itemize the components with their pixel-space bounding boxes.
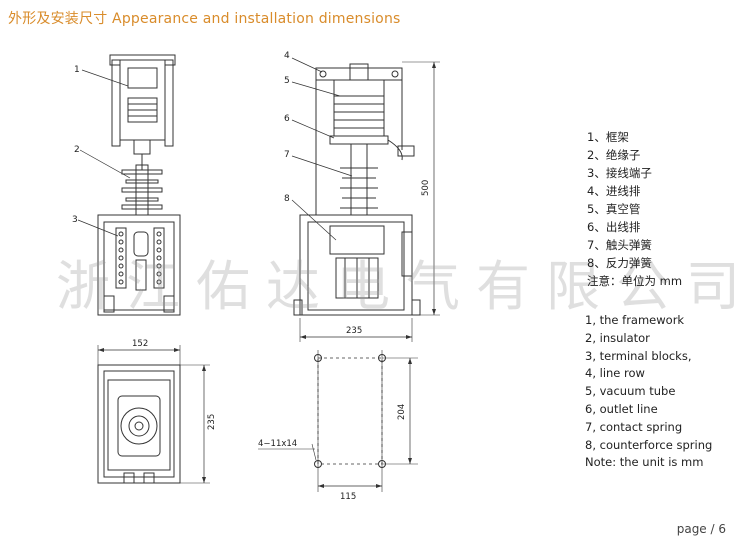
dim-152: 152 — [132, 339, 148, 349]
legend-en-item: 6, outlet line — [585, 401, 658, 416]
side-view — [77, 54, 181, 316]
dim-115: 115 — [340, 492, 356, 502]
dim-235-horizontal: 235 — [346, 326, 362, 336]
callout-4: 4 — [284, 51, 290, 61]
callout-3: 3 — [72, 215, 78, 225]
legend-cn-item: 4、进线排 — [587, 184, 641, 198]
legend-cn-item: 2、绝缘子 — [587, 148, 641, 162]
callout-1: 1 — [74, 65, 80, 75]
callout-8: 8 — [284, 194, 290, 204]
legend-en-item: 7, contact spring — [585, 419, 683, 434]
legend-en-item: 1, the framework — [585, 313, 685, 327]
legend-cn-item: 6、出线排 — [587, 220, 641, 234]
dim-235-vertical: 235 — [207, 414, 217, 430]
mounting-plan — [258, 350, 418, 492]
front-view — [291, 57, 440, 342]
dim-500: 500 — [421, 180, 431, 196]
legend-english: 1, the framework 2, insulator 3, termina… — [585, 312, 712, 472]
legend-cn-note: 注意：单位为 mm — [587, 274, 683, 288]
legend-cn-item: 7、触头弹簧 — [587, 238, 652, 252]
page-title: 外形及安装尺寸 Appearance and installation dime… — [8, 11, 401, 27]
callout-2: 2 — [74, 145, 80, 155]
legend-en-item: 8, counterforce spring — [585, 437, 713, 452]
legend-en-item: 5, vacuum tube — [585, 384, 676, 399]
legend-en-note: Note: the unit is mm — [585, 455, 704, 470]
callout-6: 6 — [284, 114, 290, 124]
legend-chinese: 1、框架 2、绝缘子 3、接线端子 4、进线排 5、真空管 6、出线排 7、触头… — [587, 128, 682, 290]
dim-mounting-holes: 4−11x14 — [258, 439, 297, 449]
legend-en-item: 3, terminal blocks, — [585, 348, 692, 363]
legend-cn-item: 8、反力弹簧 — [587, 256, 652, 270]
callout-5: 5 — [284, 76, 290, 86]
top-view — [97, 345, 210, 484]
legend-cn-item: 3、接线端子 — [587, 166, 652, 180]
legend-en-item: 2, insulator — [585, 330, 650, 345]
callout-7: 7 — [284, 150, 290, 160]
legend-cn-item: 1、框架 — [587, 130, 629, 144]
dim-204: 204 — [397, 404, 407, 420]
legend-cn-item: 5、真空管 — [587, 202, 641, 216]
page-number: page / 6 — [676, 522, 726, 536]
legend-en-item: 4, line row — [585, 366, 645, 381]
